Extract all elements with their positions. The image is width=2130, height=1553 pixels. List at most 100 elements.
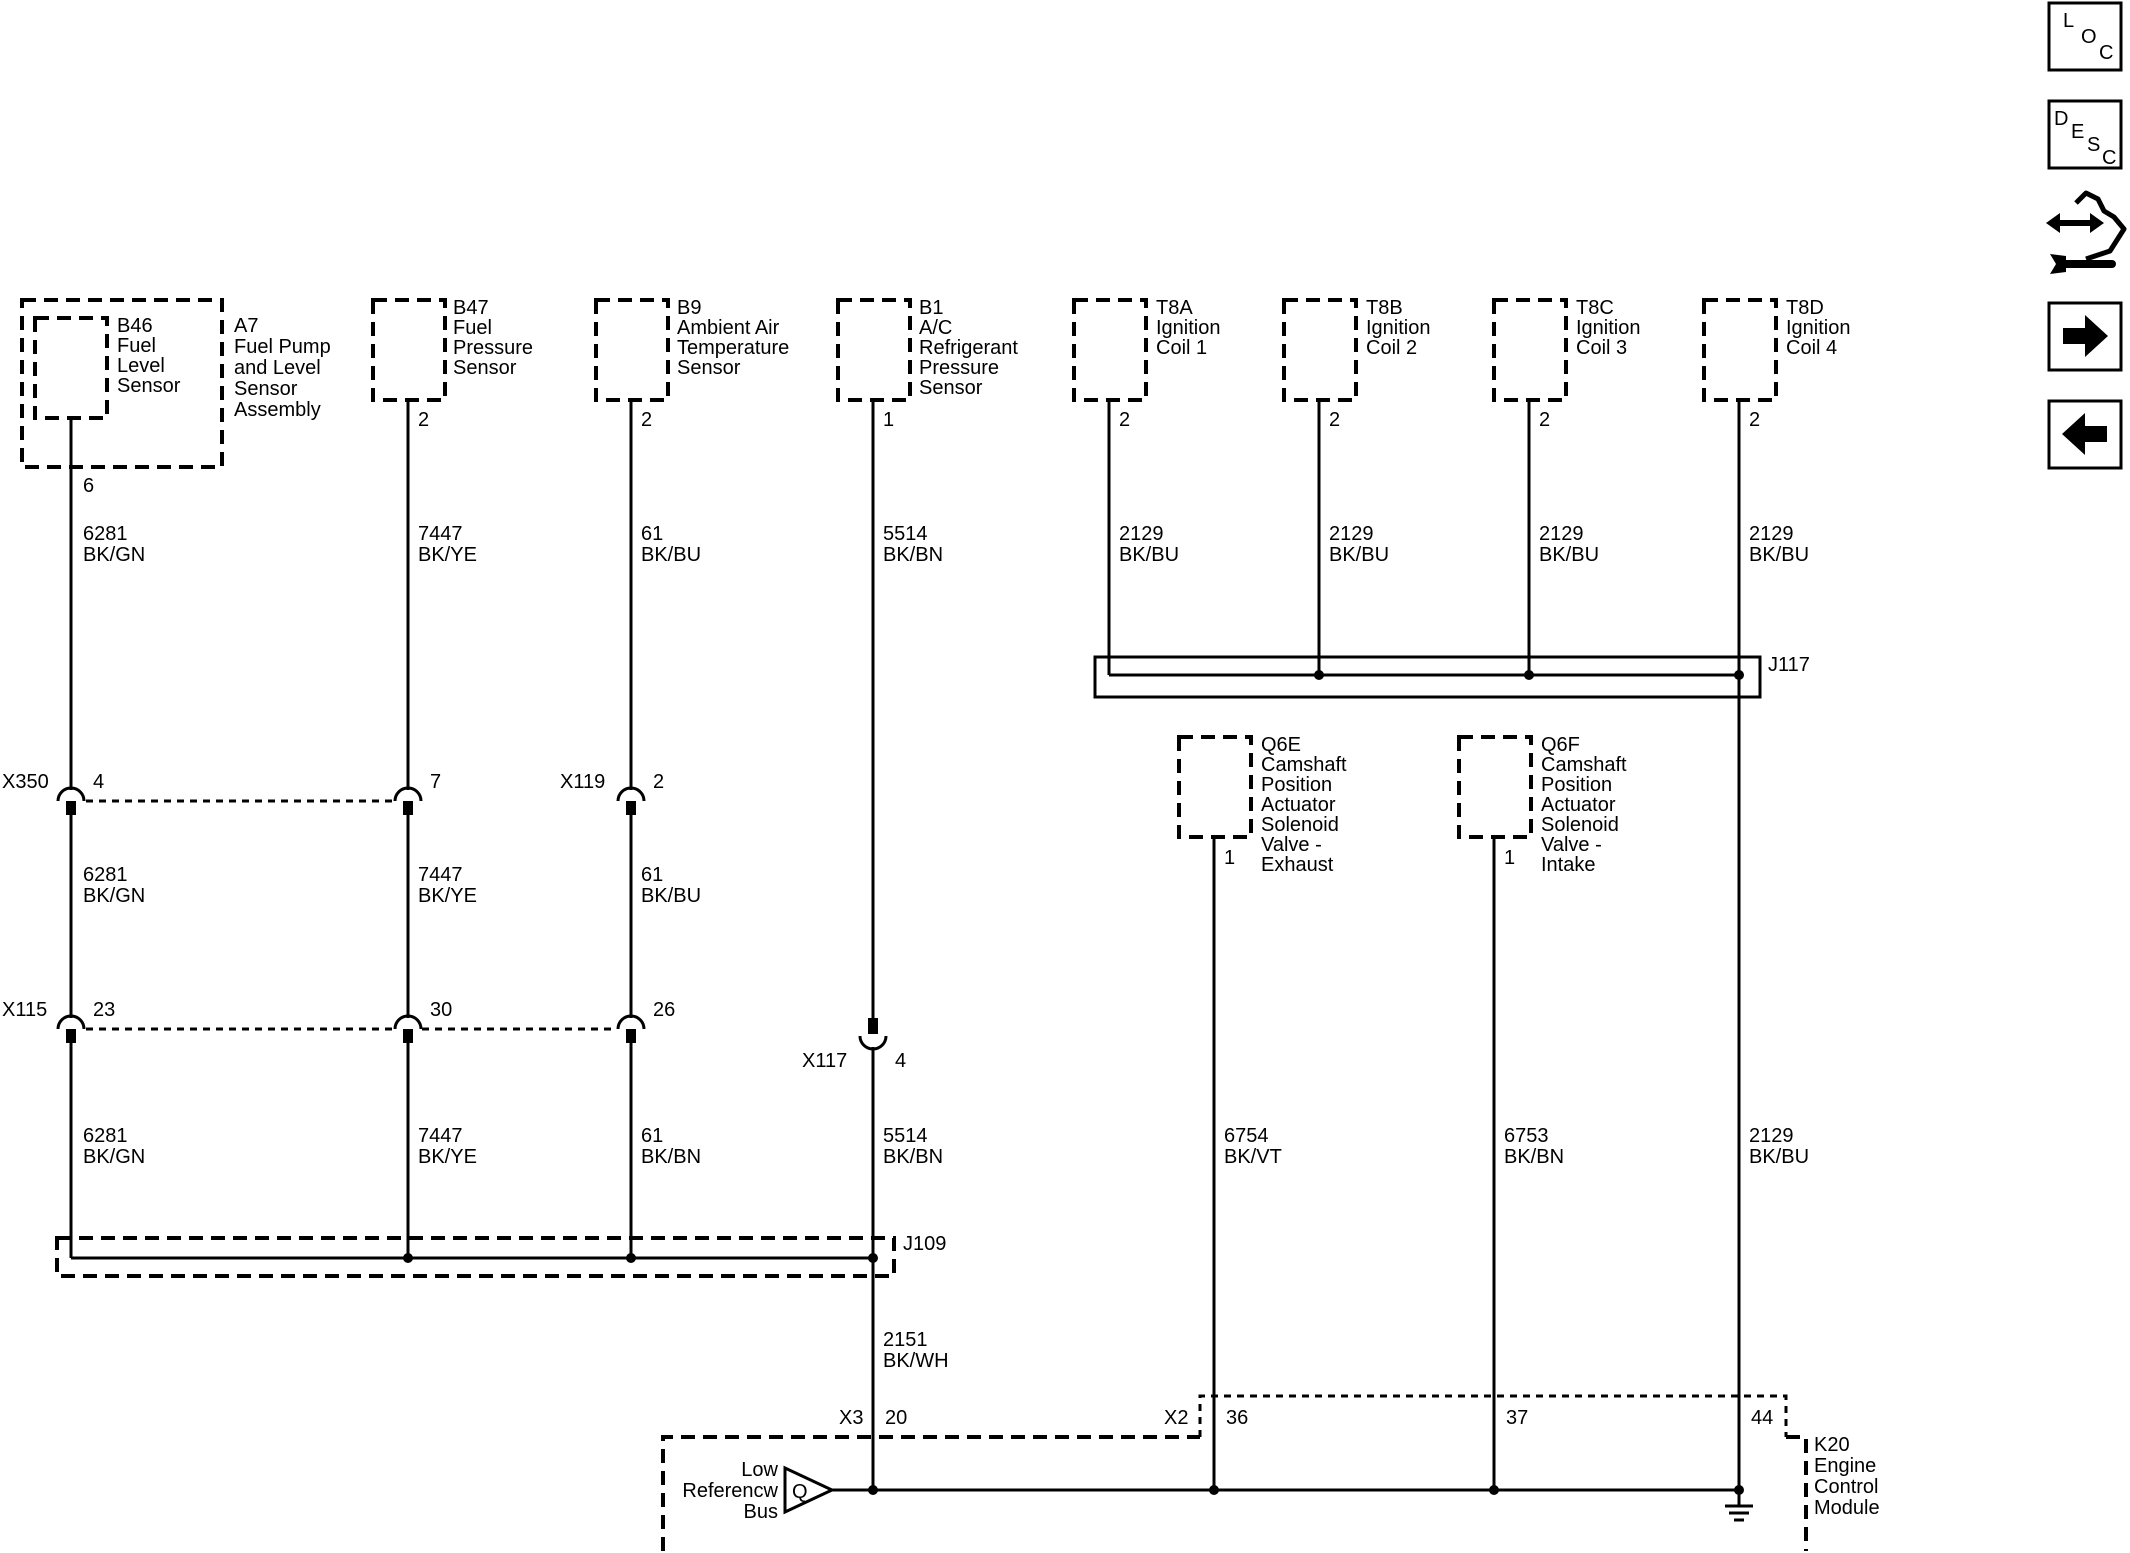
- q6f-line: Solenoid: [1541, 814, 1619, 836]
- circuit-number: 7447: [418, 1125, 463, 1147]
- desc-letter: C: [2102, 147, 2116, 169]
- q6e-box: [1177, 735, 1253, 839]
- a7-line: Sensor: [234, 378, 298, 400]
- connector-terminal: [616, 1014, 646, 1043]
- pin-number: 6: [83, 475, 94, 497]
- b46-line: Sensor: [117, 375, 181, 397]
- b46-label: B46 Fuel Level Sensor: [117, 315, 181, 397]
- t8b-line: Ignition: [1366, 317, 1431, 339]
- t8c-box: [1492, 298, 1568, 402]
- connector-pin: 26: [653, 999, 675, 1021]
- q6e-line: Valve -: [1261, 834, 1322, 856]
- q6e-line: Position: [1261, 774, 1332, 796]
- q6e-line: Exhaust: [1261, 854, 1334, 876]
- b1-line: Refrigerant: [919, 337, 1018, 359]
- q6e-line: Solenoid: [1261, 814, 1339, 836]
- a7-line: and Level: [234, 357, 321, 379]
- j109-box: [55, 1236, 896, 1278]
- t8a-line: Coil 1: [1156, 337, 1207, 359]
- q6f-ref: Q6F: [1541, 734, 1580, 756]
- b1-line: Sensor: [919, 377, 983, 399]
- pin-number: 2: [1749, 409, 1760, 431]
- connector-terminal: [56, 786, 86, 815]
- pin-number: 2: [641, 409, 652, 431]
- t8d-ref: T8D: [1786, 297, 1824, 319]
- t8b-ref: T8B: [1366, 297, 1403, 319]
- connector-pin: 4: [895, 1050, 906, 1072]
- wire-color: BK/YE: [418, 885, 477, 907]
- wire-color: BK/BN: [641, 1146, 701, 1168]
- connector-wrench-icon[interactable]: [2046, 190, 2127, 274]
- wire-color: BK/BN: [883, 544, 943, 566]
- bus-label: Low: [741, 1459, 778, 1481]
- q6f-line: Position: [1541, 774, 1612, 796]
- inline-connectors: X350 4 7 X119 2 X115 23 30 26 X117 4: [2, 771, 906, 1072]
- circuit-number: 6281: [83, 523, 128, 545]
- t8a-ref: T8A: [1156, 297, 1193, 319]
- pin-number: 2: [418, 409, 429, 431]
- connector-name: X119: [560, 771, 605, 793]
- desc-button[interactable]: D E S C: [2047, 99, 2123, 170]
- buffer-symbol: [783, 1465, 836, 1515]
- t8d-line: Ignition: [1786, 317, 1851, 339]
- q6e-label: Q6E Camshaft Position Actuator Solenoid …: [1261, 734, 1347, 876]
- circuit-number: 2129: [1329, 523, 1374, 545]
- connector-terminal: [56, 1014, 86, 1043]
- wire-color: BK/YE: [418, 544, 477, 566]
- loc-letter: L: [2063, 10, 2074, 32]
- splice-j117: J117: [1093, 654, 1810, 699]
- circuit-number: 61: [641, 523, 663, 545]
- splice-name: J109: [903, 1233, 946, 1255]
- q6e-line: Actuator: [1261, 794, 1336, 816]
- b46-line: Fuel: [117, 335, 156, 357]
- b9-label: B9 Ambient Air Temperature Sensor: [677, 297, 789, 379]
- connector-name: X117: [802, 1050, 847, 1072]
- circuit-number: 2129: [1539, 523, 1584, 545]
- connector-name: X3: [839, 1407, 863, 1429]
- b47-line: Fuel: [453, 317, 492, 339]
- t8d-box: [1702, 298, 1778, 402]
- b47-line: Pressure: [453, 337, 533, 359]
- wire-color: BK/BU: [1539, 544, 1599, 566]
- q6f-line: Valve -: [1541, 834, 1602, 856]
- b9-line: Temperature: [677, 337, 789, 359]
- b47-ref: B47: [453, 297, 489, 319]
- t8b-label: T8B Ignition Coil 2: [1366, 297, 1431, 359]
- connector-pin: 7: [430, 771, 441, 793]
- wire-color: BK/GN: [83, 1146, 145, 1168]
- wire-color: BK/BU: [641, 544, 701, 566]
- pin-number: 1: [1224, 847, 1235, 869]
- bus-label: Referencw: [682, 1480, 778, 1502]
- arrow-right-button[interactable]: [2047, 301, 2123, 372]
- arrow-left-button[interactable]: [2047, 399, 2123, 470]
- circuit-number: 7447: [418, 523, 463, 545]
- circuit-number: 6281: [83, 864, 128, 886]
- buffer-label: Q: [792, 1481, 808, 1503]
- loc-button[interactable]: L O C: [2047, 1, 2123, 72]
- splice-j109: J109: [55, 1233, 946, 1278]
- b1-line: A/C: [919, 317, 952, 339]
- pin-number: 2: [1539, 409, 1550, 431]
- wire-color: BK/BN: [1504, 1146, 1564, 1168]
- circuit-number: 6753: [1504, 1125, 1549, 1147]
- circuit-number: 61: [641, 1125, 663, 1147]
- circuit-number: 6754: [1224, 1125, 1269, 1147]
- j117-box: [1093, 655, 1762, 699]
- connector-name: X350: [2, 771, 49, 793]
- wire-color: BK/BU: [1119, 544, 1179, 566]
- arrow-right-icon: [2063, 315, 2108, 357]
- t8d-label: T8D Ignition Coil 4: [1786, 297, 1851, 359]
- ground-icon: [1725, 1490, 1753, 1522]
- b9-line: Ambient Air: [677, 317, 780, 339]
- loc-letter: O: [2081, 26, 2097, 48]
- a7-ref: A7: [234, 315, 258, 337]
- a7-label: A7 Fuel Pump and Level Sensor Assembly: [234, 315, 331, 421]
- k20-outline-left: [661, 1435, 1200, 1551]
- circuit-number: 2129: [1119, 523, 1164, 545]
- arrow-left-icon: [2062, 413, 2107, 455]
- b9-box: [594, 298, 670, 402]
- wire-color: BK/GN: [83, 544, 145, 566]
- pin-number: 2: [1119, 409, 1130, 431]
- wire-color: BK/WH: [883, 1350, 949, 1372]
